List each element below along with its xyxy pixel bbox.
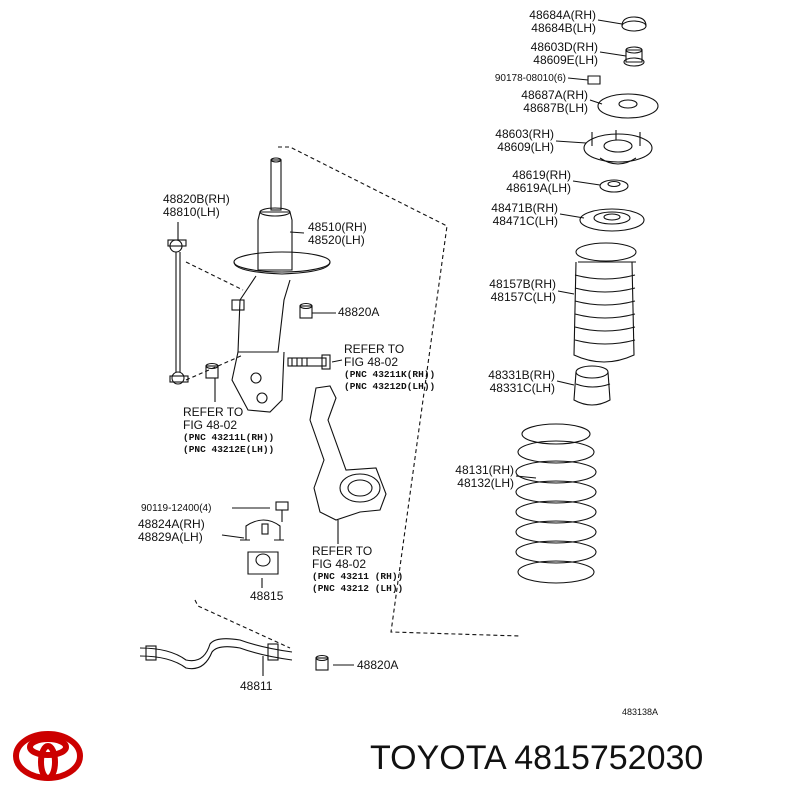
leader-48824 (221, 534, 245, 539)
part-strut-mount (583, 133, 653, 163)
label-90119: 90119-12400(4) (141, 503, 212, 514)
part-small-nut (587, 75, 601, 85)
part-stabilizer-bushing (247, 551, 279, 575)
part-cap (621, 20, 647, 32)
label-48471: 48471B(RH)48471C(LH) (491, 201, 558, 228)
label-48157: 48157B(RH)48157C(LH) (489, 277, 556, 304)
bushing-dashed-line (194, 599, 291, 649)
label-48820a-top: 48820A (338, 305, 380, 319)
part-nut-48820a (299, 302, 313, 319)
leader-ref-bolt (331, 359, 343, 363)
part-knuckle-bolt (287, 354, 331, 370)
leader-48684 (597, 19, 623, 25)
label-48331: 48331B(RH)48331C(LH) (488, 368, 555, 395)
assembly-dashed-outline (278, 146, 521, 637)
part-nut-top (625, 49, 643, 63)
label-48824: 48824A(RH)48829A(LH) (138, 517, 205, 544)
part-stabilizer-bar (139, 638, 293, 670)
part-bearing (599, 179, 629, 193)
figure-code: 483138A (622, 707, 659, 717)
part-coil-spring (515, 423, 597, 584)
leader-48603d (599, 51, 627, 57)
leader-48331 (556, 380, 575, 386)
leader-48471 (559, 213, 585, 219)
label-48131: 48131(RH)48132(LH) (455, 463, 514, 490)
label-48687: 48687A(RH)48687B(LH) (521, 88, 588, 115)
part-dust-boot (573, 242, 637, 363)
label-48820b: 48820B(RH)48810(LH) (163, 192, 230, 219)
label-48603d: 48603D(RH)48609E(LH) (530, 40, 598, 67)
ref-knuckle-bolt: REFER TO FIG 48-02 (PNC 43211K(RH)) (PNC… (344, 342, 436, 393)
toyota-logo-icon (13, 731, 83, 781)
label-48619: 48619(RH)48619A(LH) (506, 168, 571, 195)
leader-48157 (557, 290, 575, 295)
label-48815: 48815 (250, 589, 284, 603)
label-90178: 90178-08010(6) (494, 73, 566, 84)
part-steering-knuckle (309, 385, 387, 521)
part-bushing-bracket (240, 519, 284, 541)
label-48603: 48603(RH)48609(LH) (495, 127, 554, 154)
part-nut-48820a-bottom (315, 654, 329, 671)
label-48510: 48510(RH)48520(LH) (308, 220, 367, 247)
brand-part-number: TOYOTA 4815752030 (370, 739, 704, 777)
stabilizer-dashed-line (185, 261, 244, 291)
stabilizer-dashed-line-2 (185, 354, 244, 381)
part-bump-stopper (573, 365, 611, 406)
label-48684: 48684A(RH)48684B(LH) (529, 8, 596, 35)
ref-left: REFER TO FIG 48-02 (PNC 43211L(RH)) (PNC… (183, 405, 275, 456)
part-bracket-bolt (275, 501, 289, 522)
leader-90178 (567, 77, 589, 81)
part-upper-plate (597, 93, 659, 119)
ref-knuckle: REFER TO FIG 48-02 (PNC 43211 (RH)) (PNC… (312, 544, 404, 595)
leader-48603 (555, 140, 587, 144)
label-48820a-bottom: 48820A (357, 658, 399, 672)
part-spring-seat (579, 208, 645, 232)
leader-48687 (589, 99, 603, 105)
part-shock-absorber (231, 157, 331, 413)
part-nut-left (205, 362, 219, 379)
label-48811: 48811 (240, 679, 273, 693)
leader-48619 (572, 180, 601, 186)
part-stabilizer-link (167, 239, 189, 385)
